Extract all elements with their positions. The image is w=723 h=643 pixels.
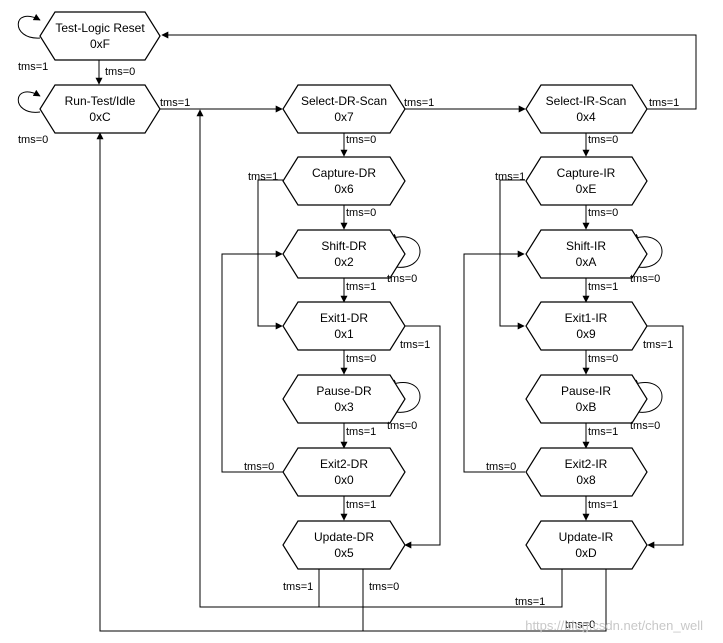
state-name: Update-DR (314, 530, 374, 544)
state-code: 0xC (89, 110, 111, 124)
label-pir-to-e2ir: tms=1 (588, 426, 618, 438)
state-shift-ir: Shift-IR 0xA (525, 229, 648, 279)
state-capture-dr: Capture-DR 0x6 (282, 156, 406, 206)
label-tlr-loop: tms=1 (18, 61, 48, 73)
state-code: 0x0 (334, 473, 354, 487)
state-name: Pause-DR (316, 384, 372, 398)
loop-pause-dr (389, 379, 421, 413)
state-select-dr-scan: Select-DR-Scan 0x7 (282, 84, 406, 134)
label-e1dr-to-pdr: tms=0 (346, 353, 376, 365)
label-e2ir-to-shir: tms=0 (486, 461, 516, 473)
state-name: Shift-DR (321, 239, 367, 253)
state-update-dr: Update-DR 0x5 (282, 520, 406, 570)
state-code: 0x6 (334, 182, 354, 196)
label-pdr-to-e2dr: tms=1 (346, 426, 376, 438)
label-sir-to-cir: tms=0 (588, 134, 618, 146)
label-e2dr-to-udr: tms=1 (346, 499, 376, 511)
state-update-ir: Update-IR 0xD (525, 520, 648, 570)
state-exit1-dr: Exit1-DR 0x1 (282, 301, 406, 351)
label-shir-loop: tms=0 (630, 273, 660, 285)
label-e1ir-to-pir: tms=0 (588, 353, 618, 365)
label-cir-to-shir: tms=0 (588, 207, 618, 219)
label-cdr-to-shdr: tms=0 (346, 207, 376, 219)
loop-shift-ir (631, 233, 663, 268)
state-name: Shift-IR (566, 239, 606, 253)
label-cir-to-e1ir: tms=1 (495, 171, 525, 183)
state-pause-dr: Pause-DR 0x3 (282, 374, 406, 424)
state-exit1-ir: Exit1-IR 0x9 (525, 301, 648, 351)
transition-labels: tms=1 tms=0 tms=0 tms=1 tms=1 tms=1 tms=… (18, 61, 679, 631)
label-e1ir-to-uir: tms=1 (643, 339, 673, 351)
label-pir-loop: tms=0 (630, 420, 660, 432)
state-code: 0x8 (576, 473, 596, 487)
state-code: 0x3 (334, 400, 354, 414)
transitions (17, 13, 697, 632)
state-name: Update-IR (559, 530, 614, 544)
state-code: 0x7 (334, 110, 354, 124)
label-rti-loop: tms=0 (18, 134, 48, 146)
label-e1dr-to-udr: tms=1 (400, 339, 430, 351)
label-tlr-to-rti: tms=0 (105, 66, 135, 78)
state-name: Exit2-IR (565, 457, 608, 471)
state-name: Capture-DR (312, 166, 376, 180)
state-code: 0xF (90, 37, 110, 51)
loop-shift-dr (389, 233, 421, 268)
state-code: 0xD (575, 546, 597, 560)
label-udr-to-sdr: tms=1 (283, 581, 313, 593)
state-capture-ir: Capture-IR 0xE (525, 156, 648, 206)
state-name: Select-DR-Scan (301, 94, 387, 108)
state-pause-ir: Pause-IR 0xB (525, 374, 648, 424)
label-sir-to-tlr: tms=1 (649, 97, 679, 109)
state-code: 0x9 (576, 327, 596, 341)
label-udr-to-rti: tms=0 (369, 581, 399, 593)
state-exit2-dr: Exit2-DR 0x0 (282, 447, 406, 497)
label-sdr-to-cdr: tms=0 (346, 134, 376, 146)
state-name: Exit2-DR (320, 457, 368, 471)
label-shir-to-e1ir: tms=1 (588, 281, 618, 293)
label-e2ir-to-uir: tms=1 (588, 499, 618, 511)
label-uir-to-sdr: tms=1 (515, 596, 545, 608)
label-shdr-loop: tms=0 (387, 273, 417, 285)
state-code: 0xB (576, 400, 597, 414)
state-name: Run-Test/Idle (65, 94, 136, 108)
state-name: Capture-IR (557, 166, 616, 180)
state-code: 0x2 (334, 255, 354, 269)
state-code: 0x1 (334, 327, 354, 341)
state-shift-dr: Shift-DR 0x2 (282, 229, 406, 279)
label-shdr-to-e1dr: tms=1 (346, 281, 376, 293)
state-run-test-idle: Run-Test/Idle 0xC (39, 84, 161, 134)
state-name: Select-IR-Scan (546, 94, 627, 108)
label-pdr-loop: tms=0 (387, 420, 417, 432)
state-name: Exit1-DR (320, 311, 368, 325)
label-e2dr-to-shdr: tms=0 (244, 461, 274, 473)
loop-run-test-idle (17, 89, 41, 113)
state-code: 0xE (576, 182, 597, 196)
label-rti-to-sdr: tms=1 (160, 97, 190, 109)
label-cdr-to-e1dr: tms=1 (248, 171, 278, 183)
state-name: Exit1-IR (565, 311, 608, 325)
loop-test-logic-reset (17, 13, 41, 39)
state-code: 0x5 (334, 546, 354, 560)
state-code: 0x4 (576, 110, 596, 124)
label-uir-to-rti: tms=0 (565, 619, 595, 631)
loop-pause-ir (631, 379, 663, 413)
state-name: Pause-IR (561, 384, 611, 398)
state-select-ir-scan: Select-IR-Scan 0x4 (525, 84, 648, 134)
state-name: Test-Logic Reset (55, 21, 145, 35)
state-code: 0xA (576, 255, 597, 269)
label-sdr-to-sir: tms=1 (404, 97, 434, 109)
state-test-logic-reset: Test-Logic Reset 0xF (39, 11, 161, 61)
state-exit2-ir: Exit2-IR 0x8 (525, 447, 648, 497)
watermark: https://blog.csdn.net/chen_well (525, 618, 703, 633)
